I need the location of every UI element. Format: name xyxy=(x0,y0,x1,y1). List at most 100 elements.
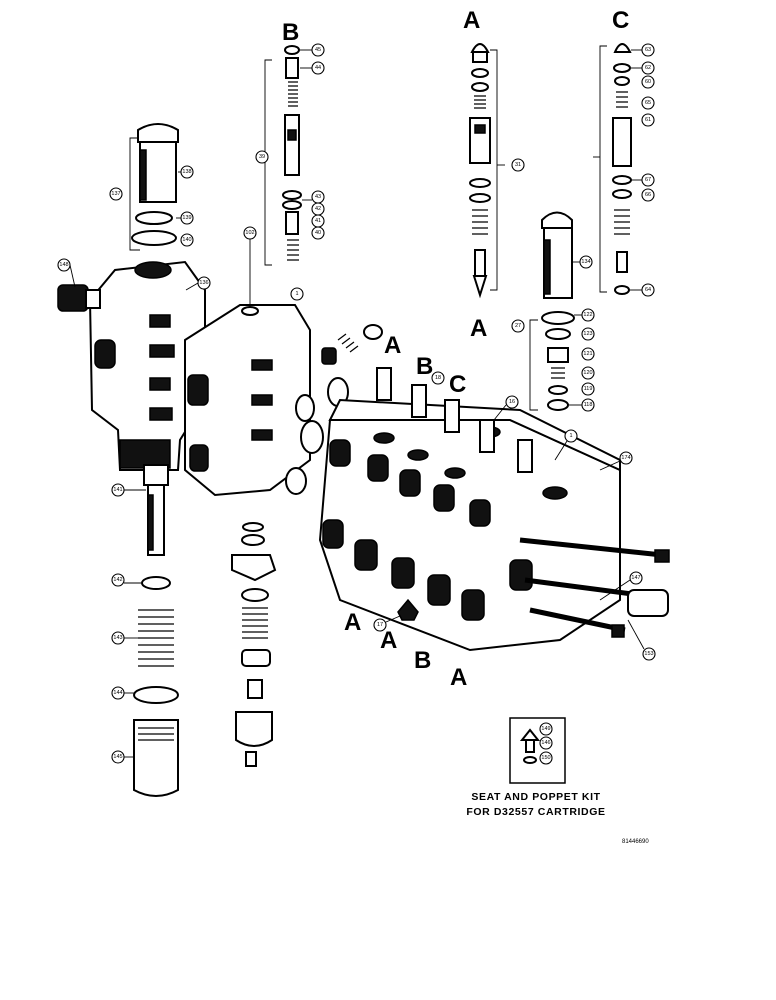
svg-text:153: 153 xyxy=(644,651,653,657)
callout-123: 123 xyxy=(581,327,595,341)
spool-valve-bank xyxy=(318,367,670,652)
group-label-c-spool3: C xyxy=(449,371,466,398)
relief-plug-front xyxy=(397,598,419,621)
svg-text:18: 18 xyxy=(435,375,441,381)
callout-143: 143 xyxy=(111,631,125,645)
callout-153: 153 xyxy=(642,647,656,661)
relief-cartridge-b xyxy=(258,45,302,266)
svg-text:149: 149 xyxy=(541,726,550,732)
callout-42: 42 xyxy=(311,202,325,216)
svg-text:136: 136 xyxy=(199,280,208,286)
svg-text:41: 41 xyxy=(315,218,321,224)
callout-136: 136 xyxy=(197,276,211,290)
callout-142: 142 xyxy=(111,573,125,587)
callout-147: 147 xyxy=(629,571,643,585)
svg-text:137: 137 xyxy=(111,191,120,197)
kit-caption-line1: SEAT AND POPPET KIT xyxy=(471,791,601,803)
callout-141: 141 xyxy=(111,483,125,497)
callout-31: 31 xyxy=(511,158,525,172)
group-label-b-low: B xyxy=(414,647,431,674)
callout-150: 150 xyxy=(539,751,553,765)
svg-text:140: 140 xyxy=(182,237,191,243)
svg-text:39: 39 xyxy=(259,154,265,160)
callout-27: 27 xyxy=(511,319,525,333)
spool-cap-fitting xyxy=(321,324,383,365)
group-label-a-low1: A xyxy=(344,609,361,636)
callout-149: 149 xyxy=(539,722,553,736)
lower-relief-stack xyxy=(133,464,179,797)
svg-text:148: 148 xyxy=(59,262,68,268)
group-label-a-low3: A xyxy=(450,664,467,691)
svg-text:1: 1 xyxy=(295,291,298,297)
callout-174: 174 xyxy=(619,451,633,465)
svg-text:42: 42 xyxy=(315,206,321,212)
callout-65: 65 xyxy=(641,96,655,110)
svg-text:31: 31 xyxy=(515,162,521,168)
svg-text:141: 141 xyxy=(113,487,122,493)
callout-18: 18 xyxy=(431,371,445,385)
svg-text:61: 61 xyxy=(645,117,651,123)
svg-text:16: 16 xyxy=(509,399,515,405)
group-label-a-top: A xyxy=(463,7,480,34)
svg-text:43: 43 xyxy=(315,194,321,200)
svg-text:120: 120 xyxy=(583,370,592,376)
svg-text:142: 142 xyxy=(113,577,122,583)
relief-cartridge-c xyxy=(593,43,632,295)
svg-text:123: 123 xyxy=(583,331,592,337)
callout-121: 121 xyxy=(581,347,595,361)
svg-text:27: 27 xyxy=(515,323,521,329)
svg-text:144: 144 xyxy=(113,690,122,696)
callout-137: 137 xyxy=(109,187,123,201)
callout-120: 120 xyxy=(581,366,595,380)
callout-62: 62 xyxy=(641,61,655,75)
callout-66: 66 xyxy=(641,188,655,202)
svg-text:102: 102 xyxy=(245,230,254,236)
group-label-a-mid: A xyxy=(470,315,487,342)
callout-61: 61 xyxy=(641,113,655,127)
callout-118: 118 xyxy=(581,398,595,412)
svg-text:65: 65 xyxy=(645,100,651,106)
svg-text:17: 17 xyxy=(377,622,383,628)
center-section-plate xyxy=(184,304,311,497)
svg-text:64: 64 xyxy=(645,287,651,293)
svg-text:119: 119 xyxy=(584,386,593,392)
svg-text:146: 146 xyxy=(541,740,550,746)
svg-text:1: 1 xyxy=(569,433,572,439)
svg-text:60: 60 xyxy=(645,79,651,85)
callout-1: 1 xyxy=(290,287,304,301)
svg-text:121: 121 xyxy=(583,351,592,357)
callout-122: 122 xyxy=(581,308,595,322)
callout-60: 60 xyxy=(641,75,655,89)
svg-text:66: 66 xyxy=(645,192,651,198)
svg-text:67: 67 xyxy=(645,177,651,183)
callout-45: 45 xyxy=(311,43,325,57)
svg-text:40: 40 xyxy=(315,230,321,236)
svg-text:63: 63 xyxy=(645,47,651,53)
callout-63: 63 xyxy=(641,43,655,57)
group-label-c-top: C xyxy=(612,7,629,34)
kit-caption-line2: FOR D32557 CARTRIDGE xyxy=(466,806,606,818)
callout-leaders xyxy=(69,49,645,758)
callout-43: 43 xyxy=(311,190,325,204)
callout-102: 102 xyxy=(243,226,257,240)
figure-id: 81446690 xyxy=(622,839,649,845)
inlet-housing xyxy=(88,260,206,471)
section-o-rings xyxy=(285,377,349,495)
svg-text:147: 147 xyxy=(631,575,640,581)
callout-134: 134 xyxy=(579,255,593,269)
callout-39: 39 xyxy=(255,150,269,164)
callout-138: 138 xyxy=(180,165,194,179)
callout-146: 146 xyxy=(539,736,553,750)
lower-seat-poppet-stack xyxy=(231,522,277,767)
callout-145: 145 xyxy=(111,750,125,764)
svg-text:122: 122 xyxy=(583,312,592,318)
callout-144: 144 xyxy=(111,686,125,700)
inlet-relief-sleeve xyxy=(129,123,179,251)
callout-44: 44 xyxy=(311,61,325,75)
group-label-b-top: B xyxy=(282,19,299,46)
svg-text:62: 62 xyxy=(645,65,651,71)
callout-67: 67 xyxy=(641,173,655,187)
svg-text:44: 44 xyxy=(315,65,321,71)
callout-64: 64 xyxy=(641,283,655,297)
